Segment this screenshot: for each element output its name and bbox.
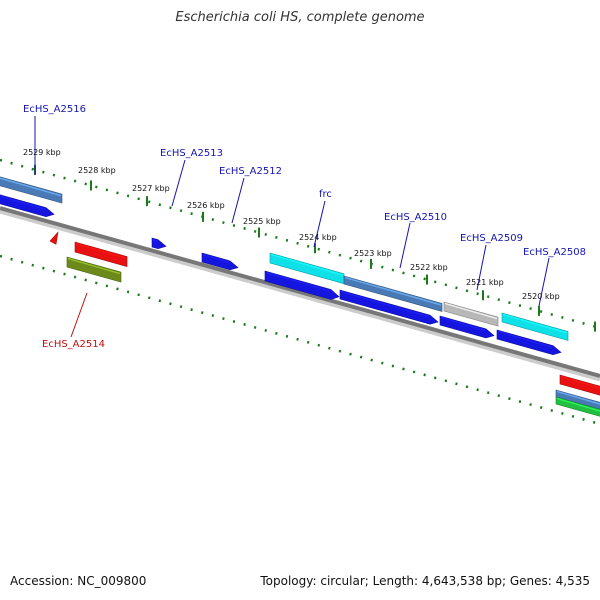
gene-highlight [440,316,486,332]
gene-feature [49,231,59,245]
gene-feature [559,374,600,396]
gene-highlight [497,330,553,348]
gene-highlight [75,242,127,259]
gene-feature [443,301,499,327]
label-leaders [34,116,550,338]
gene-highlight [444,302,498,320]
genome-backbone [0,206,600,378]
kbp-label: 2524 kbp [299,233,337,242]
label-leader-line [538,257,550,307]
label-leader-line [231,177,245,224]
gene-highlight [502,313,568,334]
gene-feature [501,312,569,341]
kbp-label: 2528 kbp [78,166,116,175]
gene-label: EcHS_A2508 [523,247,586,258]
gene-highlight [265,271,331,292]
kbp-label: 2521 kbp [466,278,504,287]
label-leader-line [399,222,411,269]
major-ticks [34,164,596,332]
gene-highlight [270,253,344,276]
gene-label: EcHS_A2514 [42,339,105,350]
kbp-label: 2529 kbp [23,148,61,157]
backbone-shadow [0,208,600,382]
kbp-labels: 2529 kbp 2528 kbp 2527 kbp 2526 kbp 2525… [23,148,560,301]
gene-highlight [0,195,46,210]
gene-label: EcHS_A2509 [460,233,523,244]
gene-highlight [202,253,230,264]
gene-highlight [152,238,158,242]
gene-label: EcHS_A2510 [384,212,447,223]
kbp-label: 2520 kbp [522,292,560,301]
gene-feature [66,256,122,283]
gene-label: EcHS_A2516 [23,104,86,115]
label-leader-line [313,200,326,248]
label-leader-line [171,159,186,207]
gene-highlight [0,177,62,197]
genes-layer [0,176,600,417]
kbp-label: 2526 kbp [187,201,225,210]
topology-info: Topology: circular; Length: 4,643,538 bp… [260,574,590,588]
kbp-label: 2527 kbp [132,184,170,193]
accession-info: Accession: NC_009800 [10,574,147,588]
gene-labels: EcHS_A2516 EcHS_A2513 EcHS_A2512 frc EcH… [23,104,586,350]
kbp-label: 2523 kbp [354,249,392,258]
gene-label: EcHS_A2512 [219,166,282,177]
gene-feature [0,176,63,204]
gene-highlight [556,390,600,405]
gene-highlight [344,276,442,306]
label-leader-line [476,244,487,291]
gene-feature [74,241,128,267]
gene-highlight [67,257,121,275]
gene-highlight [560,375,600,389]
kbp-label: 2525 kbp [243,217,281,226]
map-title: Escherichia coli HS, complete genome [175,10,425,25]
kbp-label: 2522 kbp [410,263,448,272]
gene-label: frc [319,189,332,200]
gene-label: EcHS_A2513 [160,148,223,159]
gene-highlight [340,290,430,318]
gene-highlight [556,397,600,412]
label-leader-line [70,292,88,338]
